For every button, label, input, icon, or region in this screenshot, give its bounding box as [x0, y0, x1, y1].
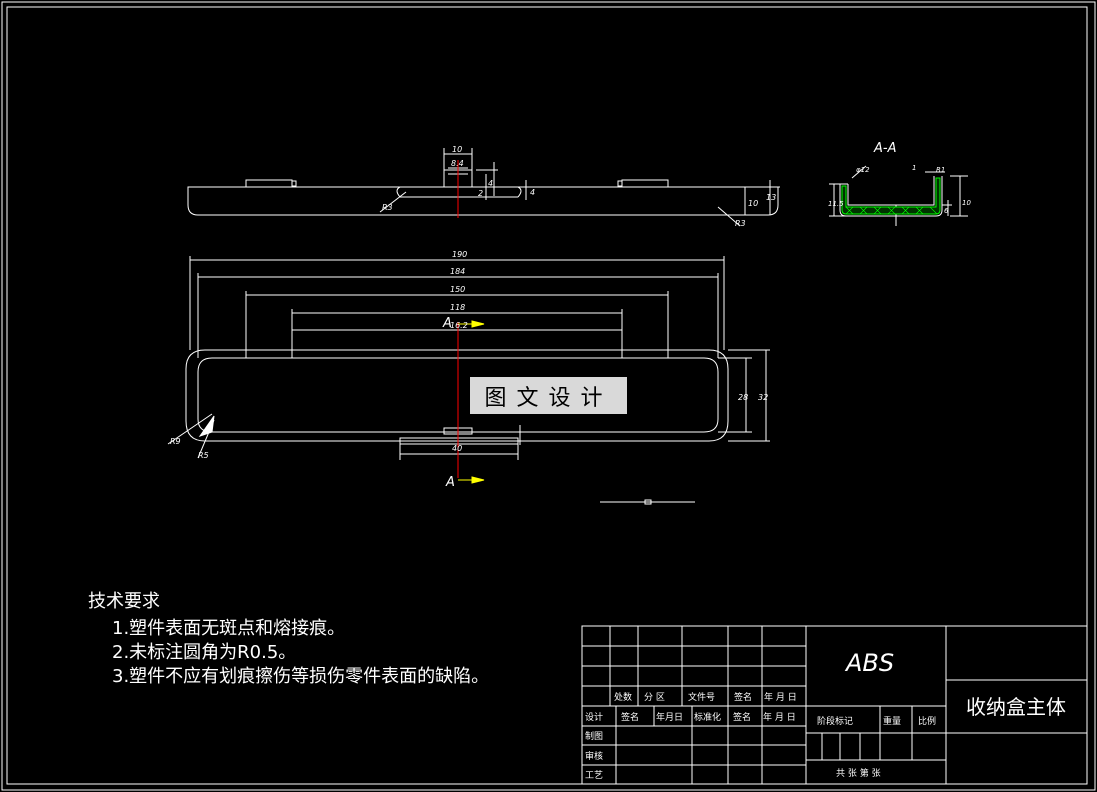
front-dim-labels: 10 8.4 4 2 4 R3 10 13 R3: [382, 145, 776, 228]
svg-text:2: 2: [478, 189, 483, 198]
svg-text:28: 28: [738, 393, 748, 402]
svg-text:设计: 设计: [585, 711, 603, 723]
svg-text:4: 4: [488, 179, 493, 188]
front-view: [187, 148, 780, 227]
svg-text:R1: R1: [936, 166, 945, 174]
tech-requirements-title: 技术要求: [88, 591, 160, 612]
section-hatch: [841, 177, 941, 215]
svg-text:10: 10: [748, 199, 758, 208]
title-block-text: 处数 分 区 文件号 签名 年 月 日 设计 签名 年月日 标准化 签名 年 月…: [585, 691, 936, 781]
svg-text:16.2: 16.2: [450, 321, 468, 330]
material-label: ABS: [844, 649, 894, 677]
svg-text:年 月 日: 年 月 日: [764, 691, 797, 703]
svg-text:工艺: 工艺: [585, 770, 603, 781]
svg-text:11.5: 11.5: [828, 200, 844, 208]
svg-text:签名: 签名: [734, 691, 752, 703]
inner-frame: [6, 6, 1088, 785]
svg-text:184: 184: [450, 267, 465, 276]
svg-text:文件号: 文件号: [688, 691, 715, 703]
svg-text:审核: 审核: [585, 750, 603, 762]
tech-requirement-1: 1.塑件表面无斑点和熔接痕。: [112, 618, 346, 639]
svg-text:150: 150: [450, 285, 465, 294]
svg-text:签名: 签名: [733, 711, 751, 723]
section-cut-arrows: [458, 320, 485, 484]
cut-mark-bottom: A: [445, 475, 455, 490]
svg-text:8.4: 8.4: [451, 159, 464, 168]
svg-text:118: 118: [450, 303, 465, 312]
svg-text:R3: R3: [735, 219, 746, 228]
svg-text:10: 10: [452, 145, 462, 154]
svg-text:R5: R5: [198, 451, 209, 460]
svg-text:比例: 比例: [918, 715, 936, 727]
svg-text:R9: R9: [170, 437, 181, 446]
svg-text:32: 32: [758, 393, 768, 402]
svg-text:年月日: 年月日: [656, 711, 683, 723]
svg-text:6: 6: [944, 207, 949, 215]
svg-text:10: 10: [962, 199, 971, 207]
cut-mark-top: A: [442, 316, 452, 331]
svg-text:共 张 第 张: 共 张 第 张: [836, 767, 881, 779]
svg-text:4: 4: [530, 188, 535, 197]
section-dim-labels: φ12 11.5 1 R1 6 10: [828, 164, 971, 215]
section-view: [829, 165, 968, 226]
svg-text:年 月 日: 年 月 日: [763, 711, 796, 723]
plan-dim-labels: 190 184 150 118 16.2 28 32 R9 R5 40: [170, 250, 768, 460]
plan-view: [167, 256, 770, 505]
svg-text:190: 190: [452, 250, 467, 259]
svg-text:40: 40: [452, 444, 462, 453]
tech-requirement-2: 2.未标注圆角为R0.5。: [112, 642, 297, 663]
section-hatch-lines: [845, 206, 938, 215]
tech-requirement-3: 3.塑件不应有划痕擦伤等损伤零件表面的缺陷。: [112, 666, 490, 687]
part-name: 收纳盒主体: [966, 695, 1066, 719]
svg-text:φ12: φ12: [856, 166, 870, 174]
svg-text:处数: 处数: [614, 691, 632, 703]
svg-text:标准化: 标准化: [694, 711, 721, 723]
title-block-grid: [581, 625, 1088, 785]
svg-text:签名: 签名: [621, 711, 639, 723]
svg-text:重量: 重量: [883, 715, 901, 727]
watermark: 图文设计: [470, 377, 627, 414]
svg-text:13: 13: [766, 193, 776, 202]
svg-text:分 区: 分 区: [644, 692, 665, 703]
svg-text:R3: R3: [382, 203, 393, 212]
section-title: A-A: [873, 141, 896, 156]
svg-text:阶段标记: 阶段标记: [817, 715, 853, 727]
svg-text:制图: 制图: [585, 730, 603, 742]
svg-text:1: 1: [912, 164, 916, 172]
